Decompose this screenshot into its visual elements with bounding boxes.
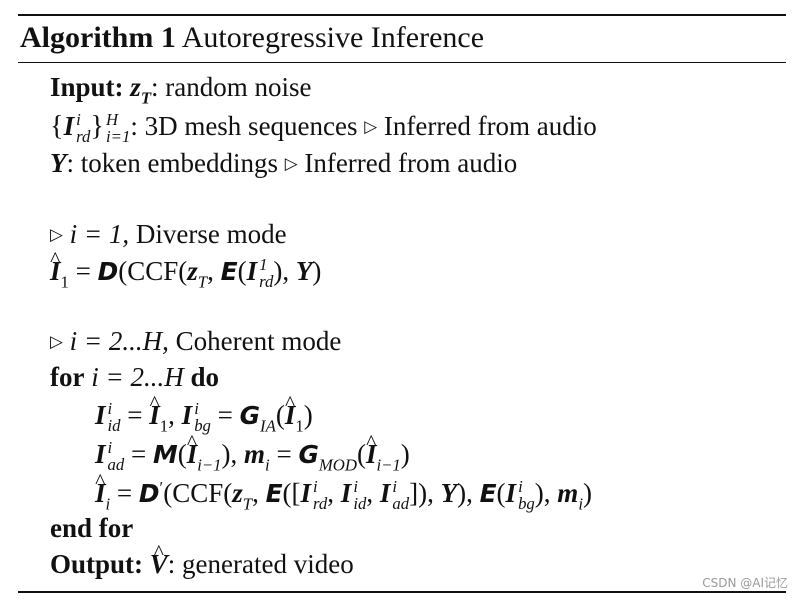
z-t-symbol: zT <box>130 72 152 108</box>
algorithm-label: Algorithm 1 <box>20 21 176 54</box>
title-rule <box>18 62 786 64</box>
watermark: CSDN @AI记忆 <box>702 576 788 590</box>
loop-range: i = 2...H <box>91 362 184 392</box>
end-for-keyword: end for <box>50 513 134 543</box>
input-line: Input: zT: random noise <box>50 70 312 108</box>
input-keyword: Input: <box>50 72 124 102</box>
token-description: : token embeddings <box>66 148 278 178</box>
coherent-comment-line: ▷ i = 2...H, Coherent mode <box>50 324 341 358</box>
bottom-rule <box>18 591 786 593</box>
comment-triangle-icon: ▷ <box>50 331 63 351</box>
algorithm-name: Autoregressive Inference <box>181 21 485 54</box>
token-line: Y: token embeddings ▷ Inferred from audi… <box>50 146 517 180</box>
comment-triangle-icon: ▷ <box>50 224 63 244</box>
coherent-index: i = 2...H, <box>69 326 169 356</box>
do-keyword: do <box>190 362 219 392</box>
v-hat-symbol: V <box>150 547 168 581</box>
for-keyword: for <box>50 362 85 392</box>
top-rule <box>18 14 786 16</box>
for-line: for i = 2...H do <box>50 360 219 394</box>
diverse-mode-label: Diverse mode <box>135 219 287 249</box>
comment-triangle-icon: ▷ <box>364 116 378 136</box>
output-description: : generated video <box>167 549 354 579</box>
coherent-mode-label: Coherent mode <box>175 326 342 356</box>
algorithm-title: Algorithm 1 Autoregressive Inference <box>20 19 484 57</box>
end-for-line: end for <box>50 511 133 545</box>
output-line: Output: V: generated video <box>50 547 354 581</box>
mesh-comment: Inferred from audio <box>383 111 597 141</box>
y-symbol: Y <box>50 148 67 178</box>
z-description: : random noise <box>151 72 312 102</box>
comment-triangle-icon: ▷ <box>284 153 298 173</box>
diverse-comment-line: ▷ i = 1, Diverse mode <box>50 217 287 251</box>
diverse-index: i = 1, <box>69 219 130 249</box>
mesh-description: : 3D mesh sequences <box>130 111 358 141</box>
token-comment: Inferred from audio <box>304 148 518 178</box>
output-keyword: Output: <box>50 549 144 579</box>
